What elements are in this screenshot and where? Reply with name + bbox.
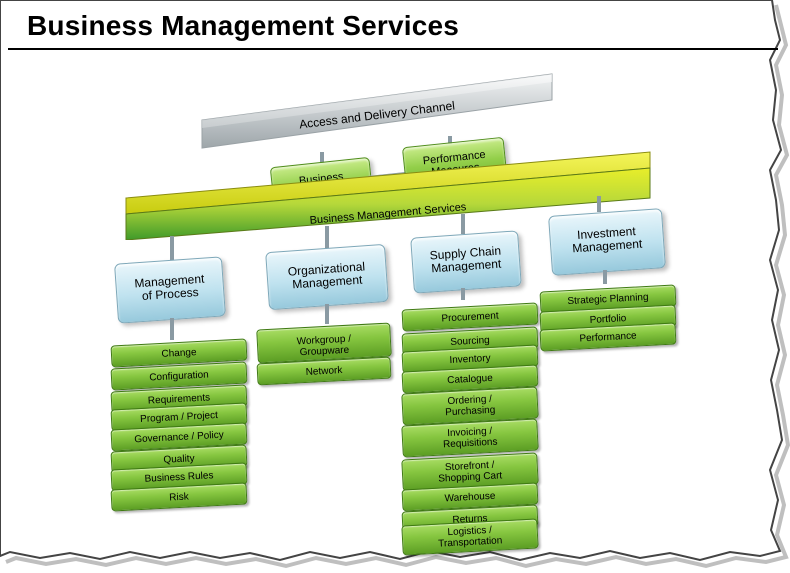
connector	[461, 214, 465, 234]
connector	[603, 270, 607, 284]
connector	[170, 236, 174, 260]
category-title: Organizational Management	[287, 259, 366, 292]
connector	[597, 196, 601, 212]
connector	[170, 318, 174, 340]
stack-item-logistics-transportation: Logistics / Transportation	[401, 518, 539, 556]
business-management-services-bar: Business Management Services	[124, 148, 652, 241]
connector	[320, 152, 324, 164]
access-delivery-channel: Access and Delivery Channel	[200, 72, 554, 164]
category-box-organizational-management: Organizational Management	[265, 243, 389, 311]
channel-slab-shape	[201, 73, 553, 149]
connector	[325, 304, 329, 324]
category-box-management-of-process: Management of Process	[114, 256, 226, 324]
page-title: Business Management Services	[27, 10, 460, 41]
category-title: Investment Management	[571, 223, 643, 256]
category-box-supply-chain-management: Supply Chain Management	[410, 230, 522, 294]
stack-item-invoicing-requisitions: Invoicing / Requisitions	[401, 418, 539, 458]
title-divider	[8, 48, 778, 50]
category-title: Management of Process	[133, 271, 205, 303]
category-box-investment-management: Investment Management	[548, 208, 666, 276]
connector	[461, 288, 465, 300]
category-title: Supply Chain Management	[429, 243, 502, 276]
bms-slab-shape	[125, 151, 651, 241]
connector	[448, 136, 452, 146]
connector	[325, 226, 329, 248]
